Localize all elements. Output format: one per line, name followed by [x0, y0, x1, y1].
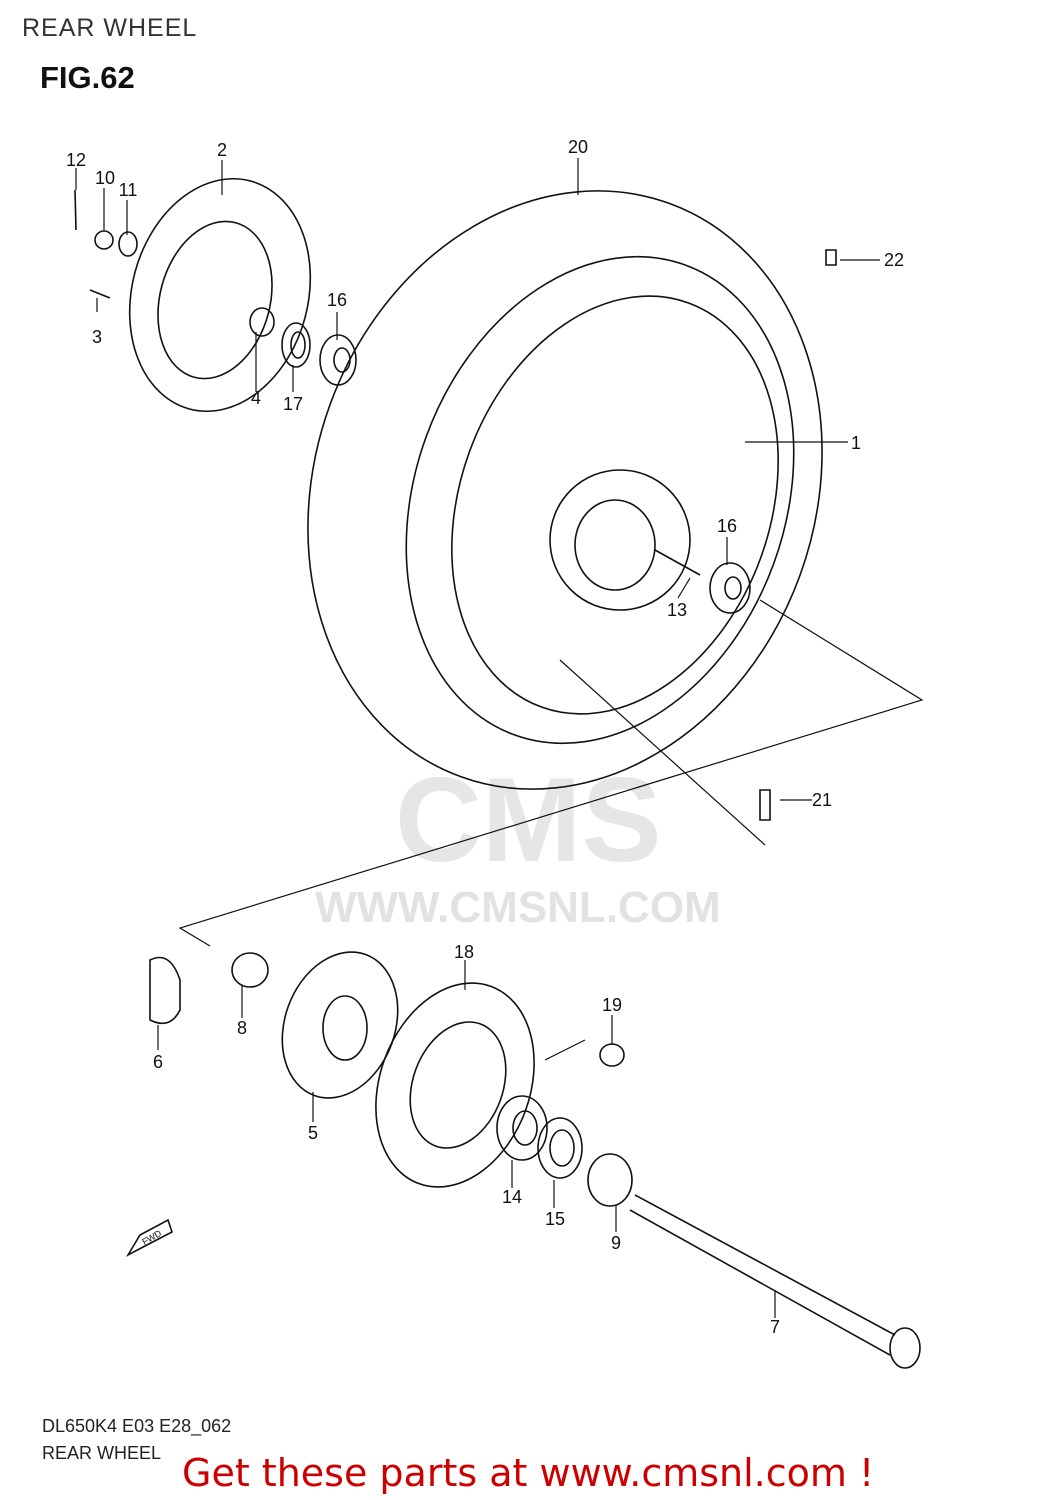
- fwd-arrow-icon: [125, 1218, 173, 1258]
- seal-15: [537, 1117, 583, 1179]
- part-label[interactable]: 20: [567, 137, 589, 157]
- spacer-4: [249, 307, 275, 337]
- sprocket-18: [375, 982, 535, 1188]
- part-label[interactable]: 10: [94, 168, 116, 188]
- nut-19: [599, 1043, 625, 1067]
- clip-22: [825, 249, 837, 266]
- rubber-damper-6: [149, 956, 181, 1025]
- cotter-pin-12: [74, 189, 77, 231]
- page-title: REAR WHEEL: [22, 14, 198, 42]
- bolt-3: [89, 289, 111, 299]
- bearing-16b: [709, 562, 751, 614]
- seal-17: [281, 322, 311, 368]
- part-label[interactable]: 5: [307, 1123, 319, 1143]
- washer-11: [118, 231, 138, 257]
- watermark-logo: CMS: [395, 753, 662, 887]
- part-label[interactable]: 18: [453, 942, 475, 962]
- footer-title: REAR WHEEL: [42, 1443, 162, 1463]
- part-label[interactable]: 8: [236, 1018, 248, 1038]
- bearing-14: [496, 1095, 548, 1161]
- axle-7: [629, 1194, 921, 1369]
- part-label[interactable]: 13: [666, 600, 688, 620]
- figure-number: FIG.62: [40, 60, 135, 95]
- part-label[interactable]: 6: [152, 1052, 164, 1072]
- part-label[interactable]: 4: [250, 388, 262, 408]
- collar-8: [231, 952, 269, 988]
- model-code: DL650K4 E03 E28_062: [42, 1416, 232, 1436]
- tire: [307, 190, 823, 790]
- part-label[interactable]: 16: [716, 516, 738, 536]
- cta-link[interactable]: Get these parts at www.cmsnl.com !: [182, 1451, 875, 1495]
- watermark-url: WWW.CMSNL.COM: [315, 883, 721, 932]
- part-label[interactable]: 11: [118, 180, 138, 200]
- part-label[interactable]: 17: [282, 394, 304, 414]
- part-label[interactable]: 14: [501, 1187, 523, 1207]
- part-label[interactable]: 15: [544, 1209, 566, 1229]
- sprocket-hub-5: [281, 951, 399, 1099]
- part-label[interactable]: 12: [65, 150, 87, 170]
- nut-10: [94, 230, 114, 250]
- part-label[interactable]: 16: [326, 290, 348, 310]
- brake-disc: [128, 177, 312, 413]
- spacer-9: [587, 1153, 633, 1207]
- valve-21: [759, 789, 771, 821]
- part-label[interactable]: 9: [610, 1233, 622, 1253]
- part-label[interactable]: 2: [216, 140, 228, 160]
- part-label[interactable]: 19: [601, 995, 623, 1015]
- bearing-16a: [319, 334, 357, 386]
- part-label[interactable]: 3: [91, 327, 103, 347]
- part-label[interactable]: 7: [769, 1317, 781, 1337]
- part-label[interactable]: 1: [850, 433, 862, 453]
- part-label[interactable]: 22: [883, 250, 905, 270]
- spacer-13: [654, 549, 701, 576]
- wheel-rim: [451, 295, 779, 715]
- leader-lines: [75, 158, 924, 1318]
- part-label[interactable]: 21: [811, 790, 833, 810]
